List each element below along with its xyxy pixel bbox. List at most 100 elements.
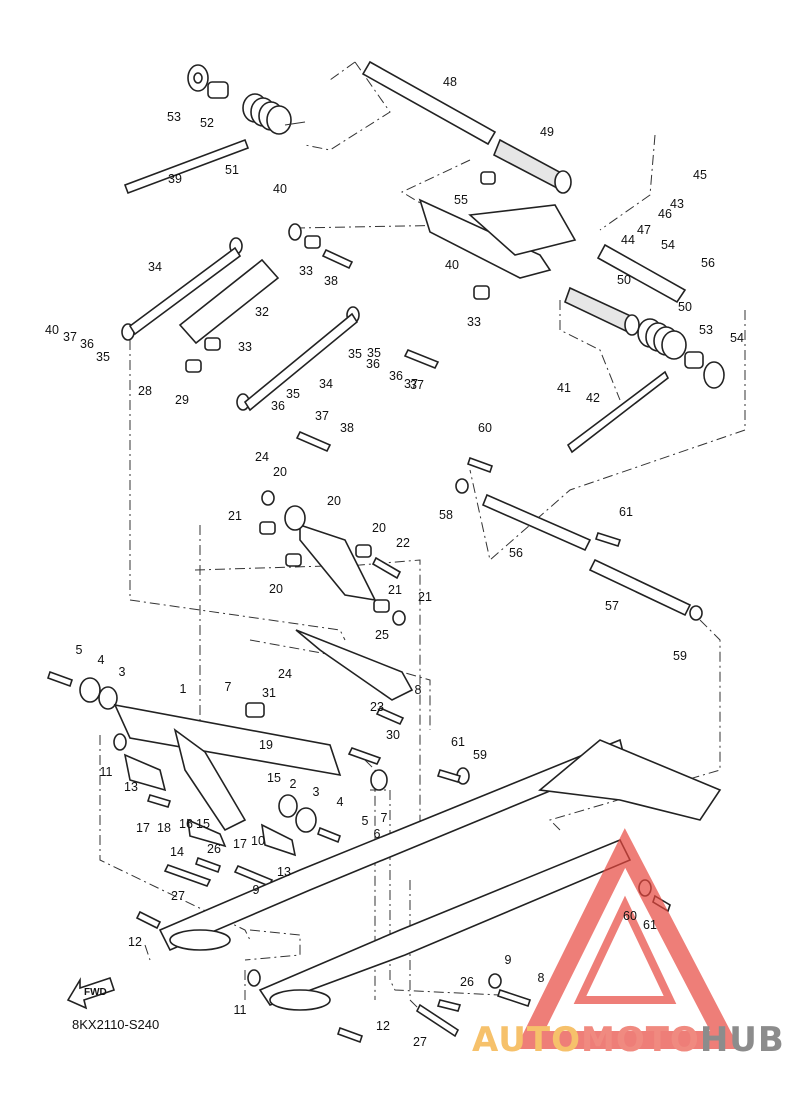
part-number-label: 33 — [299, 264, 313, 278]
part-number-label: 9 — [505, 953, 512, 967]
part-number-label: 10 — [251, 834, 265, 848]
part-number-label: 39 — [168, 172, 182, 186]
part-number-label: 36 — [366, 357, 380, 371]
part-number-label: 13 — [277, 865, 291, 879]
part-number-label: 26 — [460, 975, 474, 989]
part-number-label: 14 — [170, 845, 184, 859]
part-number-label: 24 — [255, 450, 269, 464]
part-number-label: 23 — [370, 700, 384, 714]
part-number-label: 4 — [98, 653, 105, 667]
part-number-label: 20 — [327, 494, 341, 508]
part-number-label: 42 — [586, 391, 600, 405]
part-number-label: 24 — [278, 667, 292, 681]
part-number-label: 40 — [45, 323, 59, 337]
part-number-label: 40 — [273, 182, 287, 196]
part-number-label: 22 — [396, 536, 410, 550]
swing-arm-assembly — [113, 198, 577, 857]
part-number-label: 33 — [467, 315, 481, 329]
torsion-springs — [242, 93, 687, 360]
part-number-label: 56 — [701, 256, 715, 270]
part-number-label: 8 — [538, 971, 545, 985]
part-number-label: 27 — [413, 1035, 427, 1049]
part-number-label: 19 — [259, 738, 273, 752]
part-number-label: 7 — [381, 811, 388, 825]
part-number-label: 37 — [63, 330, 77, 344]
part-number-label: 37 — [315, 409, 329, 423]
part-number-label: 17 — [136, 821, 150, 835]
part-number-label: 12 — [128, 935, 142, 949]
part-number-label: 8 — [415, 683, 422, 697]
part-number-label: 38 — [340, 421, 354, 435]
part-number-label: 40 — [445, 258, 459, 272]
part-number-label: 49 — [540, 125, 554, 139]
diagram-code: 8KX2110-S240 — [72, 1017, 160, 1032]
part-number-label: 52 — [200, 116, 214, 130]
part-number-label: 16 — [179, 817, 193, 831]
part-number-label: 53 — [699, 323, 713, 337]
part-number-label: 60 — [623, 909, 637, 923]
part-number-label: 53 — [167, 110, 181, 124]
part-number-label: 56 — [509, 546, 523, 560]
part-number-label: 15 — [196, 817, 210, 831]
part-number-label: 34 — [319, 377, 333, 391]
part-number-label: 46 — [658, 207, 672, 221]
part-number-label: 48 — [443, 75, 457, 89]
part-number-label: 61 — [619, 505, 633, 519]
part-number-label: 21 — [228, 509, 242, 523]
bolts — [46, 248, 671, 1044]
part-number-label: 54 — [661, 238, 675, 252]
part-number-label: 26 — [207, 842, 221, 856]
part-number-label: 60 — [478, 421, 492, 435]
part-number-label: 9 — [253, 883, 260, 897]
part-number-label: 25 — [375, 628, 389, 642]
part-number-label: 54 — [730, 331, 744, 345]
part-number-label: 35 — [348, 347, 362, 361]
automotohub-logo-icon — [515, 828, 740, 1049]
part-number-label: 2 — [290, 777, 297, 791]
part-number-label: 21 — [418, 590, 432, 604]
part-number-label: 27 — [171, 889, 185, 903]
part-number-label: 6 — [374, 827, 381, 841]
part-number-label: 7 — [225, 680, 232, 694]
part-number-label: 4 — [337, 795, 344, 809]
part-number-label: 29 — [175, 393, 189, 407]
part-number-label: 36 — [80, 337, 94, 351]
part-number-label: 37 — [404, 377, 418, 391]
part-number-label: 59 — [473, 748, 487, 762]
part-number-label: 43 — [670, 197, 684, 211]
part-number-label: 35 — [96, 350, 110, 364]
part-number-label: 34 — [148, 260, 162, 274]
part-number-label: 35 — [286, 387, 300, 401]
part-number-label: 44 — [621, 233, 635, 247]
part-number-label: 37 — [410, 378, 424, 392]
part-number-label: 38 — [324, 274, 338, 288]
shafts-and-rods — [123, 60, 692, 617]
part-number-label: 57 — [605, 599, 619, 613]
part-number-label: 30 — [386, 728, 400, 742]
part-number-label: 50 — [617, 273, 631, 287]
part-number-label: 32 — [255, 305, 269, 319]
part-number-label: 3 — [313, 785, 320, 799]
brand-hub: HUB — [699, 1020, 785, 1060]
part-number-label: 55 — [454, 193, 468, 207]
part-number-label: 12 — [376, 1019, 390, 1033]
fwd-arrow-icon: FWD — [66, 976, 116, 1010]
part-number-label: 21 — [388, 583, 402, 597]
part-number-label: 11 — [234, 1003, 247, 1017]
part-number-label: 31 — [262, 686, 276, 700]
part-number-label: 5 — [362, 814, 369, 828]
part-number-label: 1 — [180, 682, 187, 696]
watermark-brand: AUTOMOTOHUB — [472, 1020, 785, 1060]
part-number-label: 61 — [451, 735, 465, 749]
part-number-label: 58 — [439, 508, 453, 522]
part-number-label: 20 — [273, 465, 287, 479]
part-number-label: 47 — [637, 223, 651, 237]
part-number-label: 3 — [119, 665, 126, 679]
part-number-label: 20 — [372, 521, 386, 535]
part-number-label: 15 — [267, 771, 281, 785]
part-number-label: 20 — [269, 582, 283, 596]
part-number-label: 59 — [673, 649, 687, 663]
part-number-label: 51 — [225, 163, 239, 177]
